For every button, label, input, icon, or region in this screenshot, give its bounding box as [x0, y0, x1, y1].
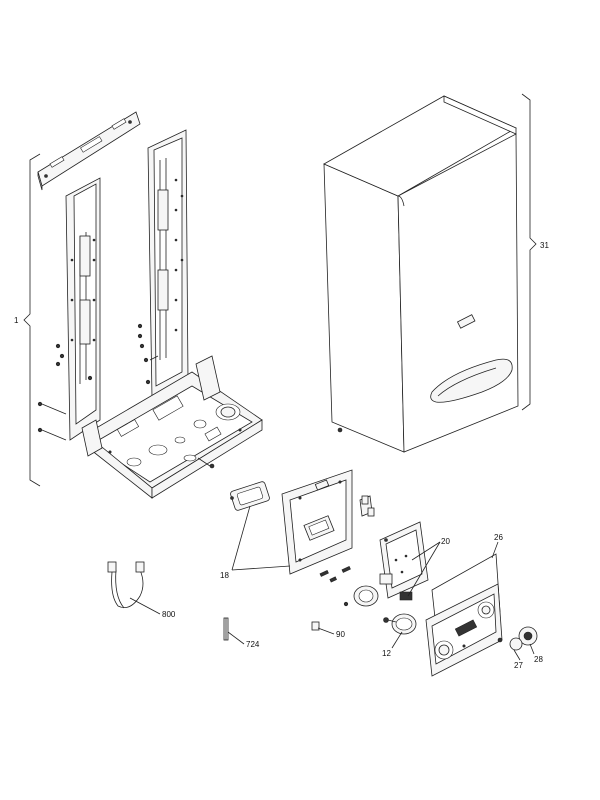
callout-27: 27 [514, 661, 523, 670]
callout-18: 18 [220, 571, 229, 580]
frame-screws [37, 323, 215, 469]
control-panel [425, 553, 503, 677]
callout-800: 800 [162, 610, 176, 619]
selector-knob [383, 613, 417, 635]
pcb-board [379, 521, 429, 601]
callout-31: 31 [540, 241, 549, 250]
probe [223, 617, 229, 641]
callout-labels: 1 31 18 20 26 800 724 90 12 27 28 [14, 241, 549, 670]
bottom-tray [81, 355, 263, 499]
sensor-ring [343, 585, 379, 607]
callout-28: 28 [534, 655, 543, 664]
spring-clips [319, 495, 375, 583]
outer-casing [323, 95, 519, 453]
callout-26: 26 [494, 533, 503, 542]
leader-lines [23, 93, 537, 661]
gasket [230, 481, 270, 511]
cable-harness [107, 561, 145, 609]
callout-724: 724 [246, 640, 260, 649]
callout-90: 90 [336, 630, 345, 639]
wall-bracket [37, 111, 141, 191]
callout-12: 12 [382, 649, 391, 658]
chassis-frame [37, 111, 263, 499]
left-side-rail [65, 177, 101, 441]
knob-assembly [497, 626, 538, 651]
front-panel [281, 469, 373, 575]
callout-20: 20 [441, 537, 450, 546]
right-side-rail [147, 129, 189, 399]
small-clip [311, 621, 320, 631]
callout-1: 1 [14, 316, 19, 325]
